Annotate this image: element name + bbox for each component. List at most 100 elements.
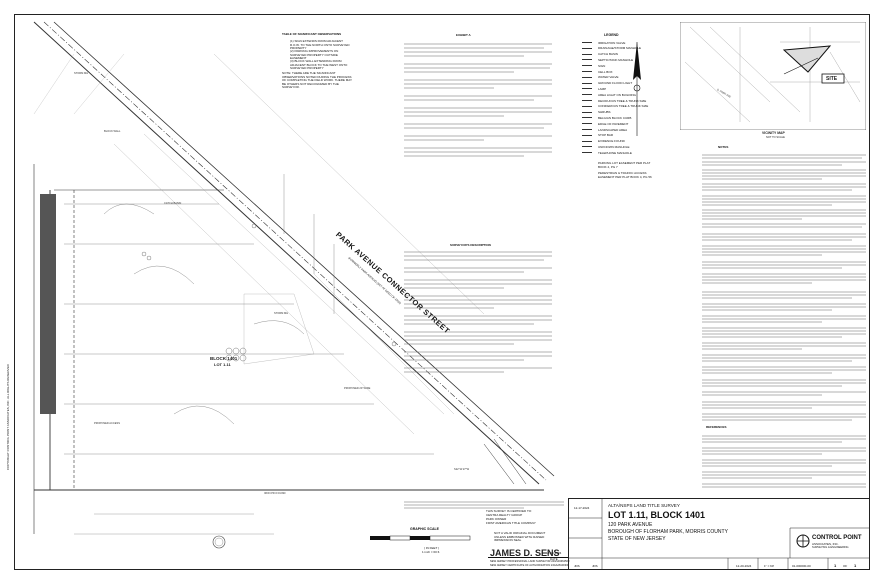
graphic-scale bbox=[370, 535, 471, 541]
legend-symbol-icon bbox=[582, 47, 592, 52]
svg-text:PROPOSED 20' WIDE: PROPOSED 20' WIDE bbox=[344, 386, 371, 390]
legend-item: GROUND FLOOD LIGHT bbox=[598, 81, 633, 86]
legend-symbol-icon bbox=[582, 105, 592, 110]
legend-item: IRRIGATION VALVE bbox=[598, 40, 626, 45]
legend-symbol-icon bbox=[582, 117, 592, 121]
site-label: SITE bbox=[826, 76, 838, 82]
legend-item: AREA LIGHT ON BUILDING bbox=[598, 92, 636, 97]
legend-easement-1: PARKING LOT EASEMENT PER PLAT BOOK 4, PG… bbox=[598, 161, 652, 169]
lot-title: LOT 1.11, BLOCK 1401 bbox=[608, 510, 706, 520]
certified-line-4: FIRST AMERICAN TITLE COMPANY bbox=[486, 521, 536, 525]
observation-2: (2) PARKING IMPROVEMENTS ON SURVEYED PRO… bbox=[290, 49, 340, 61]
tb-drawn: JDS bbox=[574, 564, 580, 568]
legend-item: DECIDUOUS TREE & TRUNK SIZE bbox=[598, 98, 647, 103]
legend-item: BELGIAN BLOCK CURB bbox=[598, 115, 632, 120]
exhibit-a-title: EXHIBIT A bbox=[456, 33, 471, 37]
legend-item: SIGN bbox=[598, 63, 606, 68]
legend-item: DRAINAGE/STORM MANHOLE bbox=[598, 46, 641, 51]
certified-line-1: THIS SURVEY IS CERTIFIED TO: bbox=[486, 509, 532, 513]
legend-symbol-icon bbox=[582, 123, 592, 127]
legend-symbol-icon bbox=[582, 94, 592, 98]
title-block-grid bbox=[568, 498, 870, 570]
company-name: CONTROL POINT bbox=[812, 535, 862, 541]
legend-symbol-icon bbox=[582, 71, 592, 75]
vicinity-sub: NOT TO SCALE bbox=[766, 136, 785, 139]
legend-symbol-icon bbox=[582, 82, 592, 87]
site-label-box bbox=[821, 73, 845, 84]
copyright-side-text: COPYRIGHT CONTROL POINT ASSOCIATES, INC.… bbox=[6, 364, 10, 470]
legend-item: CELL BOX bbox=[598, 69, 613, 74]
tb-issue-date: 12-17-2024 bbox=[574, 506, 590, 510]
tb-checked: JDS bbox=[592, 564, 598, 568]
surveyor-description-title: SURVEYOR'S DESCRIPTION bbox=[450, 243, 491, 247]
observation-3: (3) BLOCK WALL EXTENDING FROM ADJACENT B… bbox=[290, 59, 349, 71]
legend-easement-2: PEDESTRIAN & TRAFFIC ACCESS EASEMENT PER… bbox=[598, 171, 652, 179]
legend-symbol-icon bbox=[582, 65, 592, 69]
svg-text:STORM MH: STORM MH bbox=[74, 71, 88, 75]
legend-item: WATER VALVE bbox=[598, 75, 619, 80]
notes-title: NOTES bbox=[718, 145, 729, 149]
legend-symbol-icon bbox=[582, 152, 592, 156]
scale-ratio: 1 inch = 60 ft. bbox=[422, 550, 441, 554]
svg-text:STORM MH: STORM MH bbox=[274, 311, 288, 315]
surveyor-title-2: NEW JERSEY CERTIFICATE OF AUTHORIZATION … bbox=[490, 564, 570, 567]
tb-job: 01-000000-00 bbox=[792, 564, 811, 568]
legend-item: TELEPHONE MANHOLE bbox=[598, 150, 632, 155]
observations-note: NOTE: THERE ARE THE SIGNIFICANT OBSERVAT… bbox=[282, 71, 353, 90]
road-line-1 bbox=[33, 21, 540, 485]
tb-date: 12-20-2024 bbox=[736, 564, 752, 568]
vicinity-map bbox=[680, 22, 866, 130]
legend-item: EVIDENCE FOUND bbox=[598, 139, 625, 144]
exhibit-a-text bbox=[404, 43, 552, 373]
legend-item: SEPTIC/TANK MANHOLE bbox=[598, 57, 634, 62]
legend-item: SHRUBS bbox=[598, 110, 611, 115]
certified-line-2: CENTRA REALTY GROUP bbox=[486, 513, 523, 517]
legend-item: LANDSCAPED AREA bbox=[598, 127, 628, 132]
tb-scale: 1" = 60' bbox=[764, 564, 775, 568]
svg-text:S22°11'27"W: S22°11'27"W bbox=[454, 467, 470, 471]
tb-sheet-count: 1 bbox=[854, 563, 857, 568]
legend-symbol-icon bbox=[582, 134, 592, 139]
borough: BOROUGH OF FLORHAM PARK, MORRIS COUNTY bbox=[608, 529, 728, 535]
building-strip bbox=[40, 194, 56, 414]
site-plan: STORM MH BLOCK WALL CATCH BASIN STORM MH P… bbox=[33, 21, 555, 549]
legend-item: CATCH BASIN bbox=[598, 52, 618, 57]
scale-title: GRAPHIC SCALE bbox=[410, 527, 439, 531]
svg-text:IRON PIN FOUND: IRON PIN FOUND bbox=[264, 491, 286, 495]
legend-symbol-icon bbox=[582, 88, 592, 92]
legend-symbol-icon bbox=[582, 111, 592, 116]
company-line: SURVEYING & ENGINEERING bbox=[812, 546, 849, 549]
drawing-border bbox=[14, 14, 870, 570]
scale-unit: ( IN FEET ) bbox=[424, 546, 440, 550]
legend-symbol-icon bbox=[582, 129, 592, 133]
company-sub: ASSOCIATES, INC. bbox=[812, 542, 839, 546]
legend-symbol-icon bbox=[582, 53, 592, 58]
surveyor-title-1: NEW JERSEY PROFESSIONAL LAND SURVEYOR 24… bbox=[490, 560, 570, 563]
lot-label: LOT 1.11 bbox=[214, 362, 231, 367]
road-centerline bbox=[43, 21, 547, 481]
legend-symbol-icon bbox=[582, 146, 592, 150]
block-label: BLOCK 1401 bbox=[210, 356, 238, 361]
legend-symbol-icon bbox=[582, 100, 592, 104]
title-block bbox=[568, 498, 870, 570]
legend-item: CONIFEROUS TREE & TRUNK SIZE bbox=[598, 104, 649, 109]
company-logo bbox=[796, 534, 810, 548]
svg-text:BLOCK WALL: BLOCK WALL bbox=[104, 129, 121, 133]
legend-title: LEGEND bbox=[604, 33, 619, 37]
legend-symbol-icon bbox=[582, 59, 592, 63]
north-arrow-icon bbox=[633, 42, 641, 136]
state: STATE OF NEW JERSEY bbox=[608, 536, 666, 542]
notes-text bbox=[702, 154, 866, 488]
legend-item: STOP BAR bbox=[598, 133, 614, 138]
certification-text bbox=[404, 501, 564, 509]
observations-title: TABLE OF SIGNIFICANT OBSERVATIONS bbox=[282, 32, 342, 36]
tb-sheet: 1 bbox=[834, 563, 837, 568]
signature-date-label: DATE bbox=[550, 557, 558, 561]
vicinity-title: VICINITY MAP bbox=[762, 131, 785, 135]
stamp-note: NOT A VALID ORIGINAL DOCUMENT UNLESS EMB… bbox=[494, 531, 547, 543]
address: 120 PARK AVENUE bbox=[608, 522, 653, 528]
svg-text:CATCH BASIN: CATCH BASIN bbox=[164, 201, 181, 205]
signature-line bbox=[488, 557, 568, 558]
legend-symbol-icon bbox=[582, 42, 592, 46]
